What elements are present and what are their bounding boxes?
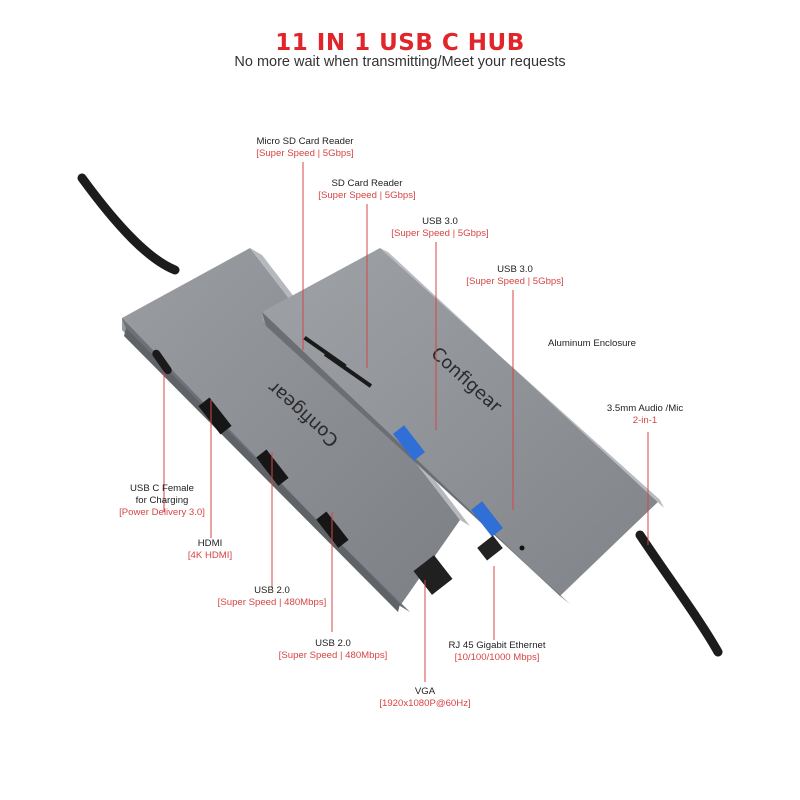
callout-audio-name: 3.5mm Audio /Mic (606, 403, 684, 414)
title-rest: USB C HUB (370, 30, 525, 56)
callout-usb3-a-spec: [Super Speed | 5Gbps] (391, 228, 489, 239)
callout-ethernet-name: RJ 45 Gigabit Ethernet (448, 640, 546, 651)
callout-usb-c-name-1: USB C Female (130, 483, 194, 494)
callout-sd-spec: [Super Speed | 5Gbps] (318, 190, 416, 201)
callout-usb3-b-spec: [Super Speed | 5Gbps] (466, 276, 564, 287)
callout-ethernet: RJ 45 Gigabit Ethernet [10/100/1000 Mbps… (432, 640, 562, 664)
callout-usb3-a: USB 3.0 [Super Speed | 5Gbps] (380, 216, 500, 240)
callout-usb-c-name-2: for Charging (135, 495, 189, 506)
callout-vga-spec: [1920x1080P@60Hz] (379, 698, 471, 709)
callout-sd-name: SD Card Reader (331, 178, 403, 189)
vga-port (413, 555, 453, 595)
callout-usb2-a-spec: [Super Speed | 480Mbps] (217, 597, 327, 608)
usb-c-cable-left (77, 173, 180, 275)
callout-micro-sd-name: Micro SD Card Reader (256, 136, 354, 147)
usb3-port-1 (393, 425, 425, 461)
callout-usb2-b-spec: [Super Speed | 480Mbps] (278, 650, 388, 661)
page-title: 11 IN 1 USB C HUB (0, 30, 800, 56)
callout-usb3-a-name: USB 3.0 (422, 216, 458, 227)
callout-usb2-a: USB 2.0 [Super Speed | 480Mbps] (207, 585, 337, 609)
callout-enclosure: Aluminum Enclosure (548, 338, 636, 350)
callout-enclosure-name: Aluminum Enclosure (548, 338, 636, 349)
callout-usb3-b-name: USB 3.0 (497, 264, 533, 275)
callout-hdmi: HDMI [4K HDMI] (170, 538, 250, 562)
callout-vga: VGA [1920x1080P@60Hz] (360, 686, 490, 710)
callout-sd: SD Card Reader [Super Speed | 5Gbps] (307, 178, 427, 202)
audio-jack (519, 545, 525, 551)
title-accent: 11 IN 1 (275, 30, 371, 56)
usb3-port-2 (471, 501, 503, 537)
usb-c-cable-right (635, 530, 723, 657)
leader-lines (163, 162, 649, 682)
callout-usb2-a-name: USB 2.0 (254, 585, 290, 596)
rj45-port (477, 535, 503, 561)
callout-vga-name: VGA (414, 686, 436, 697)
callout-micro-sd: Micro SD Card Reader [Super Speed | 5Gbp… (245, 136, 365, 160)
page-subtitle: No more wait when transmitting/Meet your… (234, 54, 566, 70)
callout-usb-c: USB C Female for Charging [Power Deliver… (112, 483, 212, 519)
hdmi-port (198, 397, 232, 435)
sd-slot (323, 352, 373, 388)
callout-hdmi-name: HDMI (197, 538, 223, 549)
callout-audio: 3.5mm Audio /Mic 2-in-1 (600, 403, 690, 427)
usb-c-port (152, 349, 172, 375)
callout-usb-c-spec: [Power Delivery 3.0] (119, 507, 205, 518)
callout-usb3-b: USB 3.0 [Super Speed | 5Gbps] (455, 264, 575, 288)
callout-usb2-b-name: USB 2.0 (315, 638, 351, 649)
callout-usb2-b: USB 2.0 [Super Speed | 480Mbps] (268, 638, 398, 662)
callout-micro-sd-spec: [Super Speed | 5Gbps] (256, 148, 354, 159)
callout-ethernet-spec: [10/100/1000 Mbps] (454, 652, 540, 663)
callout-audio-spec: 2-in-1 (632, 415, 658, 426)
callout-hdmi-spec: [4K HDMI] (187, 550, 233, 561)
